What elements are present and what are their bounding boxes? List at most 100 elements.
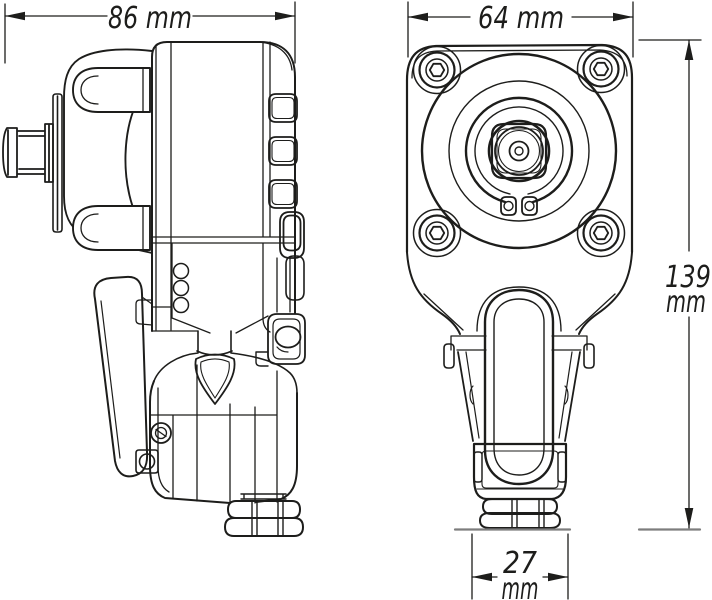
snap-ring-lugs	[500, 196, 538, 216]
clamp-arm-details	[80, 67, 144, 251]
bolt-head	[589, 57, 613, 81]
air-inlet-hex-facets-front	[511, 498, 545, 529]
drive-circle-inner	[497, 129, 541, 173]
air-inlet-hex-front	[479, 498, 561, 529]
exhaust-port-oval	[274, 325, 302, 349]
anvil-square-drive	[2, 123, 54, 183]
dimension-label-27-unit: mm	[502, 572, 539, 600]
teardrop-inner	[200, 358, 230, 399]
bolt-top-right	[576, 44, 626, 94]
bolt-bottom-right	[576, 208, 626, 258]
dimension-label-139: 139	[665, 260, 711, 295]
air-inlet-connector-side	[240, 493, 287, 500]
dimension-27mm: 27 mm	[453, 528, 702, 600]
bolt-head	[589, 221, 613, 245]
bolt-ring	[582, 50, 620, 88]
snap-ring-outer	[464, 96, 574, 204]
extension-lines-64	[407, 1, 634, 58]
extension-lines-86	[4, 1, 296, 64]
dimension-arrow-right	[275, 11, 295, 21]
front-shoulder-details	[423, 293, 616, 351]
dimension-label-64mm: 64 mm	[478, 1, 564, 36]
trigger-front-outer	[483, 288, 555, 486]
front-body-outline	[405, 43, 634, 254]
dimension-label-139-unit: mm	[666, 285, 706, 320]
motor-housing-outline	[151, 41, 296, 332]
square-drive-inner	[496, 128, 542, 174]
front-grip-sides-inner	[465, 351, 573, 439]
rear-edge-cap	[285, 255, 305, 301]
grip-outline	[149, 380, 298, 504]
corner-bolts	[412, 44, 626, 258]
motor-housing-details	[135, 41, 296, 334]
exhaust-bracket	[267, 313, 306, 365]
face-outer-circle	[420, 52, 618, 250]
face-inner-circle	[448, 80, 590, 222]
side-buttons-inner	[271, 96, 295, 206]
bolt-bottom-left	[412, 208, 462, 258]
bolt-ring	[418, 51, 456, 89]
dimension-64mm: 64 mm	[407, 1, 634, 58]
dimension-86mm: 86 mm	[4, 1, 296, 64]
grip-ridges	[150, 364, 278, 504]
front-view-drawing	[405, 43, 634, 529]
bolt-boss	[576, 44, 626, 94]
hammer-case-front-circles	[420, 52, 618, 250]
rear-button-large	[279, 211, 305, 259]
teardrop-detail	[194, 353, 236, 405]
dimension-arrow-left	[408, 12, 428, 22]
dimension-arrow-down	[684, 508, 694, 528]
front-shoulders	[406, 251, 633, 335]
grip-screw	[150, 422, 172, 444]
bolt-top-left	[412, 45, 462, 95]
trigger-front-inner	[493, 298, 545, 476]
side-view-drawing	[2, 41, 306, 537]
oil-port-dots	[172, 262, 190, 314]
side-buttons-outer	[268, 93, 298, 209]
dimension-arrow-right	[613, 12, 633, 22]
trigger-lever	[93, 275, 149, 478]
clamp-arm-bottom	[72, 205, 151, 251]
drive-circle-outer	[494, 126, 544, 176]
snap-ring-hole-right	[524, 200, 535, 212]
exhaust-step	[255, 351, 269, 367]
air-inlet-hex-facets-side	[251, 500, 284, 537]
dimension-arrow-left	[472, 572, 492, 582]
bolt-head	[425, 221, 449, 245]
trigger-front-arch	[476, 286, 562, 332]
dimension-label-27: 27	[503, 546, 537, 581]
bolt-ring	[418, 214, 456, 252]
dimension-arrow-left	[5, 11, 25, 21]
anvil-back-plate	[52, 93, 63, 233]
snap-ring-inner	[474, 106, 564, 195]
dot-2	[172, 279, 190, 297]
bolt-boss	[576, 208, 626, 258]
screw-slot	[155, 428, 167, 438]
bolt-hex-socket	[592, 61, 610, 77]
extension-lines-27	[471, 533, 569, 600]
bolt-hex-socket	[592, 225, 610, 241]
dimension-arrow-right	[548, 572, 568, 582]
dot-3	[172, 296, 190, 314]
front-grip-sides	[457, 351, 581, 442]
clamp-arm-top	[72, 67, 151, 113]
dimension-139mm: 139 mm	[638, 39, 711, 529]
bolt-hex-socket	[428, 225, 446, 241]
hub-circle	[487, 119, 551, 183]
bolt-hex-socket	[428, 62, 446, 78]
drive-center-dot	[514, 146, 524, 156]
square-drive-outer	[490, 122, 548, 180]
trigger-lever-inner	[100, 296, 153, 459]
grip-tab	[135, 449, 159, 474]
front-side-tabs	[443, 343, 595, 369]
bolt-boss	[412, 45, 462, 95]
air-inlet-hex-side	[224, 500, 304, 537]
exhaust-bracket-inner	[272, 318, 301, 360]
dimension-arrow-up	[684, 40, 694, 60]
grip-end-slots	[473, 451, 567, 483]
screw-inner	[154, 426, 168, 440]
bolt-head	[425, 58, 449, 82]
dimension-annotations: 86 mm 64 mm 139 mm	[4, 1, 711, 600]
